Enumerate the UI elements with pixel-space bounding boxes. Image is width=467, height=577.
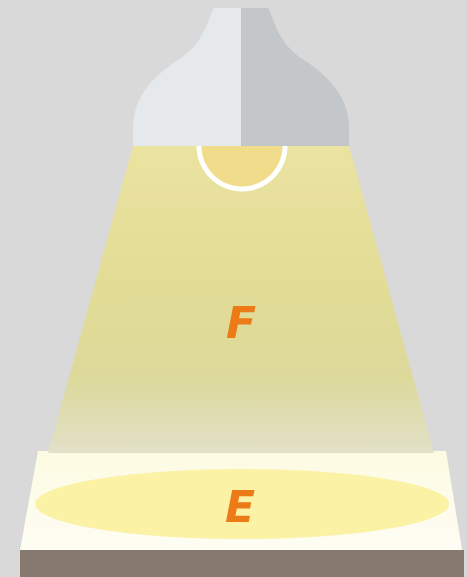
lamp-shade-icon (133, 8, 349, 146)
illuminance-label: E (225, 482, 255, 533)
table-edge (20, 550, 464, 577)
flux-label: F (226, 298, 256, 349)
